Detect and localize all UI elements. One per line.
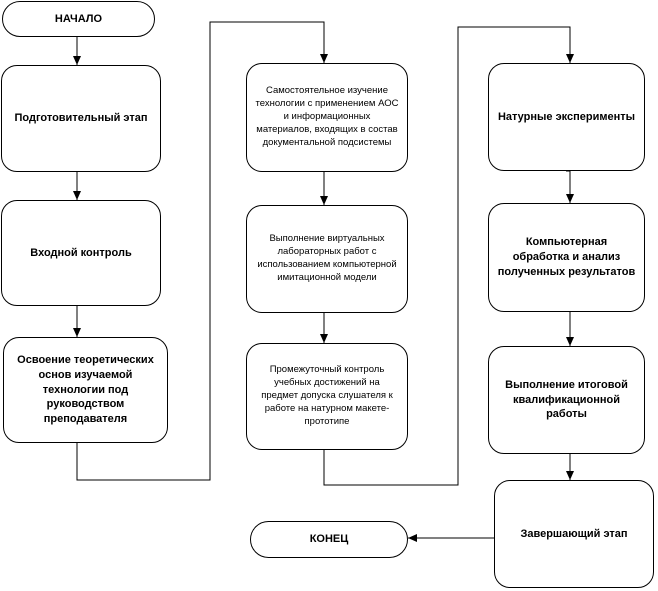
self-study-box: Самостоятельное изучение технологии с пр… xyxy=(246,63,408,172)
experiments-box: Натурные эксперименты xyxy=(488,63,645,171)
end-node: КОНЕЦ xyxy=(250,521,408,558)
theory-study-box: Освоение теоретических основ изучаемой т… xyxy=(3,337,168,443)
start-label: НАЧАЛО xyxy=(54,12,103,25)
closing-stage-label: Завершающий этап xyxy=(520,527,628,540)
final-work-label: Выполнение итоговой квалификационной раб… xyxy=(505,378,628,421)
virtual-labs-box: Выполнение виртуальных лабораторных рабо… xyxy=(246,205,408,313)
input-control-label: Входной контроль xyxy=(30,246,132,259)
self-study-label: Самостоятельное изучение технологии с пр… xyxy=(255,85,399,148)
input-control-box: Входной контроль xyxy=(1,200,161,306)
virtual-labs-label: Выполнение виртуальных лабораторных рабо… xyxy=(257,233,397,283)
prep-stage-box: Подготовительный этап xyxy=(1,65,161,172)
experiments-label: Натурные эксперименты xyxy=(497,110,636,123)
arrow-midcontrol-to-experiments xyxy=(323,26,574,486)
arrow-theory-to-selfstudy xyxy=(76,21,328,481)
theory-study-label: Освоение теоретических основ изучаемой т… xyxy=(17,353,154,426)
processing-label: Компьютерная обработка и анализ полученн… xyxy=(497,236,636,278)
arrow-experiments-to-processing xyxy=(566,170,574,203)
processing-box: Компьютерная обработка и анализ полученн… xyxy=(488,203,645,312)
closing-stage-box: Завершающий этап xyxy=(494,480,654,588)
end-label: КОНЕЦ xyxy=(309,533,349,546)
mid-control-box: Промежуточный контроль учебных достижени… xyxy=(246,343,408,450)
start-node: НАЧАЛО xyxy=(2,1,155,37)
prep-stage-label: Подготовительный этап xyxy=(14,112,148,125)
mid-control-label: Промежуточный контроль учебных достижени… xyxy=(261,364,393,427)
final-work-box: Выполнение итоговой квалификационной раб… xyxy=(488,346,645,454)
